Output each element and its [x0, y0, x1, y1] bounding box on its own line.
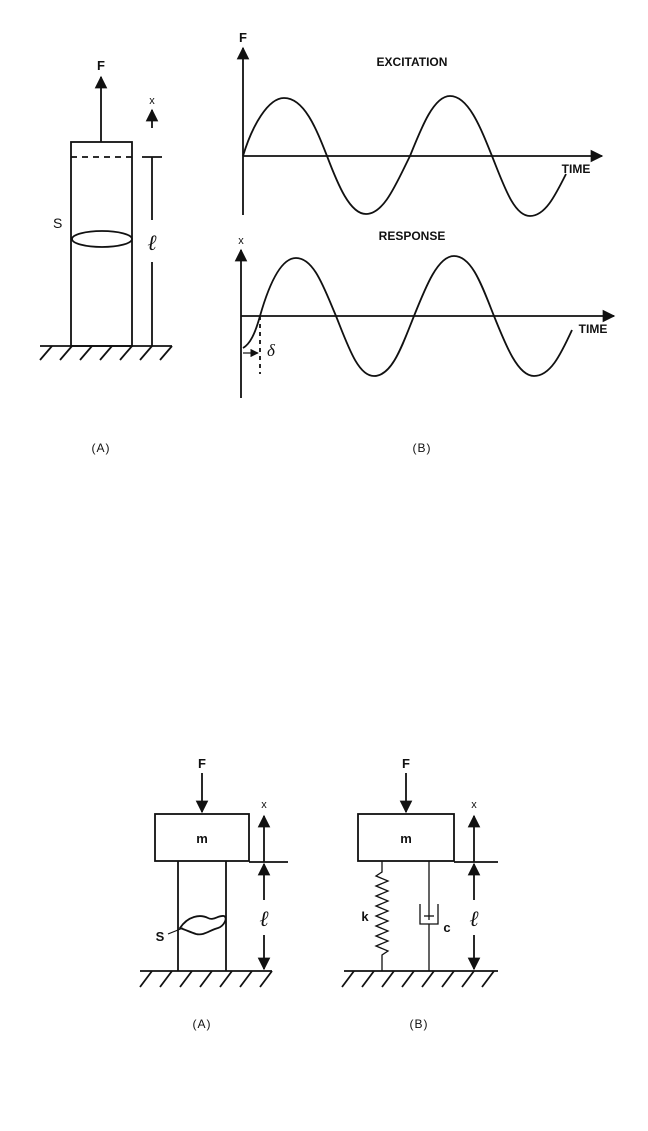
ground-hatching-a — [140, 971, 272, 987]
top-panel-b — [241, 48, 614, 398]
bottom-a-mass-label: m — [196, 831, 208, 846]
ground-hatching-b — [342, 971, 494, 987]
excitation-time-label: TIME — [562, 162, 591, 176]
top-a-disp-label: x — [149, 95, 155, 107]
phase-label: δ — [267, 341, 276, 360]
bottom-a-disp-label: x — [261, 799, 267, 811]
bottom-b-caption: (B) — [410, 1017, 429, 1031]
top-a-length-label: ℓ — [147, 230, 157, 255]
bottom-b-disp-label: x — [471, 799, 477, 811]
bottom-a-caption: (A) — [193, 1017, 212, 1031]
cross-section-ellipse — [72, 231, 132, 247]
bottom-a-length-label: ℓ — [259, 906, 269, 931]
spring-label: k — [361, 909, 369, 924]
top-b-caption: (B) — [413, 441, 432, 455]
bottom-b-length-label: ℓ — [469, 906, 479, 931]
bottom-a-surface-label: S — [156, 929, 165, 944]
bottom-b-force-label: F — [402, 756, 410, 771]
top-a-force-label: F — [97, 58, 105, 73]
top-a-surface-label: S — [53, 215, 62, 231]
bottom-b-mass-label: m — [400, 831, 412, 846]
excitation-title: EXCITATION — [377, 55, 448, 69]
surface-leader-line — [168, 928, 183, 934]
bottom-a-force-label: F — [198, 756, 206, 771]
top-a-caption: (A) — [92, 441, 111, 455]
response-axis-label: x — [238, 235, 244, 247]
response-title: RESPONSE — [379, 229, 446, 243]
damper-label: c — [443, 920, 450, 935]
surface-blob — [180, 916, 226, 935]
excitation-axis-label: F — [239, 30, 247, 45]
spring — [376, 861, 388, 971]
response-time-label: TIME — [579, 322, 608, 336]
ground-hatching — [40, 346, 172, 360]
